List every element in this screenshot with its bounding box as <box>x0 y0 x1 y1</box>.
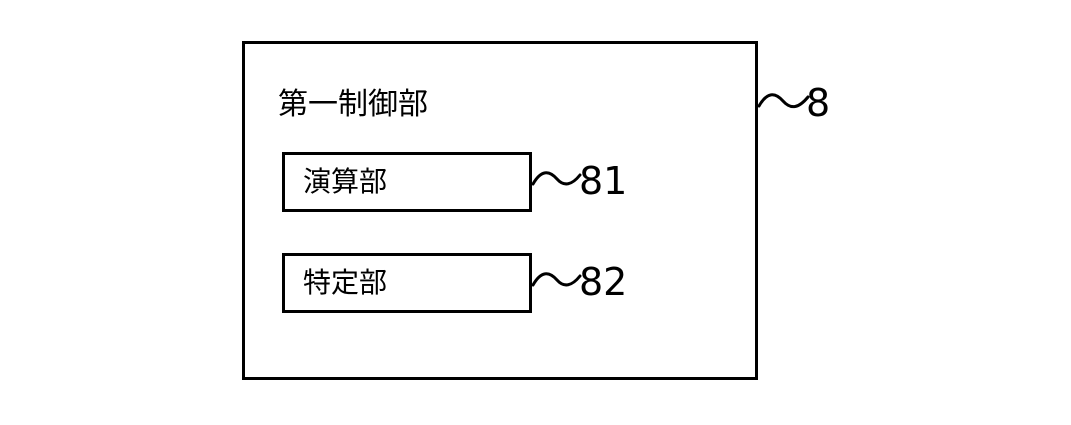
inner-block-computation-unit: 演算部 <box>282 152 532 212</box>
outer-block-title: 第一制御部 <box>278 87 428 122</box>
reference-numeral-82: 82 <box>579 260 628 304</box>
leader-line-81-icon <box>531 171 582 186</box>
reference-numeral-81: 81 <box>579 159 628 203</box>
inner-block-identification-unit: 特定部 <box>282 253 532 313</box>
leader-line-8-icon <box>757 93 810 109</box>
inner-block-label-computation-unit: 演算部 <box>303 165 388 198</box>
reference-numeral-8: 8 <box>806 81 831 125</box>
inner-block-label-identification-unit: 特定部 <box>303 266 388 299</box>
leader-line-82-icon <box>531 272 582 287</box>
